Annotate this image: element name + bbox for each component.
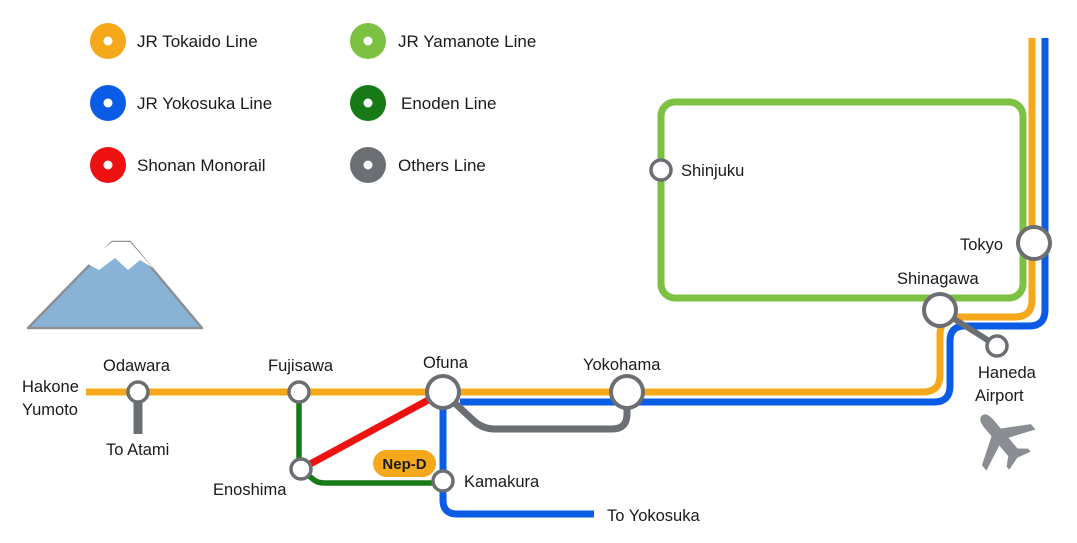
yokosuka-line-south xyxy=(439,392,594,518)
airplane-icon xyxy=(980,414,1036,471)
legend-label: Enoden Line xyxy=(401,94,496,113)
station-marker-shinjuku[interactable] xyxy=(649,158,673,182)
yokosuka-line xyxy=(460,38,1049,406)
station-marker-fujisawa[interactable] xyxy=(287,380,311,404)
legend-item-yokosuka: JR Yokosuka Line xyxy=(90,85,272,121)
station-label-haneda-line2: Airport xyxy=(975,387,1024,405)
station-marker-tokyo[interactable] xyxy=(1016,225,1052,261)
station-marker-yokohama[interactable] xyxy=(609,374,645,410)
legend-item-others: Others Line xyxy=(350,147,486,183)
station-label-enoshima: Enoshima xyxy=(213,481,287,499)
station-label-hakone-line2: Yumoto xyxy=(22,401,78,419)
legend-item-yamanote: JR Yamanote Line xyxy=(350,23,536,59)
station-label-ofuna: Ofuna xyxy=(423,354,469,372)
station-marker-kamakura[interactable] xyxy=(431,469,455,493)
legend-label: Others Line xyxy=(398,156,486,175)
direction-label-yokosuka: To Yokosuka xyxy=(607,507,700,525)
station-label-kamakura: Kamakura xyxy=(464,473,540,491)
legend-label: JR Yamanote Line xyxy=(398,32,536,51)
enoden-line xyxy=(296,392,443,486)
station-label-odawara: Odawara xyxy=(103,357,171,375)
nep-d-badge: Nep-D xyxy=(373,450,436,477)
station-marker-enoshima[interactable] xyxy=(289,457,313,481)
station-label-hakone-line1: Hakone xyxy=(22,378,79,396)
station-marker-ofuna[interactable] xyxy=(425,374,461,410)
station-label-tokyo: Tokyo xyxy=(960,236,1003,254)
station-marker-odawara[interactable] xyxy=(126,380,150,404)
station-label-haneda-line1: Haneda xyxy=(978,364,1037,382)
monorail-line xyxy=(299,388,445,473)
station-marker-haneda[interactable] xyxy=(985,334,1009,358)
yamanote-line xyxy=(657,98,1027,302)
legend-label: JR Tokaido Line xyxy=(137,32,258,51)
legend-item-monorail: Shonan Monorail xyxy=(90,147,266,183)
mount-fuji-icon xyxy=(26,240,204,330)
station-label-yokohama: Yokohama xyxy=(583,356,661,374)
legend: JR Tokaido Line JR Yokosuka Line Shonan … xyxy=(90,23,536,183)
legend-label: Shonan Monorail xyxy=(137,156,266,175)
station-label-fujisawa: Fujisawa xyxy=(268,357,334,375)
station-label-shinjuku: Shinjuku xyxy=(681,162,744,180)
direction-label-atami: To Atami xyxy=(106,441,169,459)
station-marker-shinagawa[interactable] xyxy=(922,292,958,328)
legend-item-enoden: Enoden Line xyxy=(350,85,496,121)
nep-d-badge-label: Nep-D xyxy=(382,456,426,473)
legend-item-tokaido: JR Tokaido Line xyxy=(90,23,258,59)
others-line-ofuna-yokohama xyxy=(440,389,631,433)
station-label-shinagawa: Shinagawa xyxy=(897,270,979,288)
tokaido-line xyxy=(86,38,1036,396)
legend-label: JR Yokosuka Line xyxy=(137,94,272,113)
